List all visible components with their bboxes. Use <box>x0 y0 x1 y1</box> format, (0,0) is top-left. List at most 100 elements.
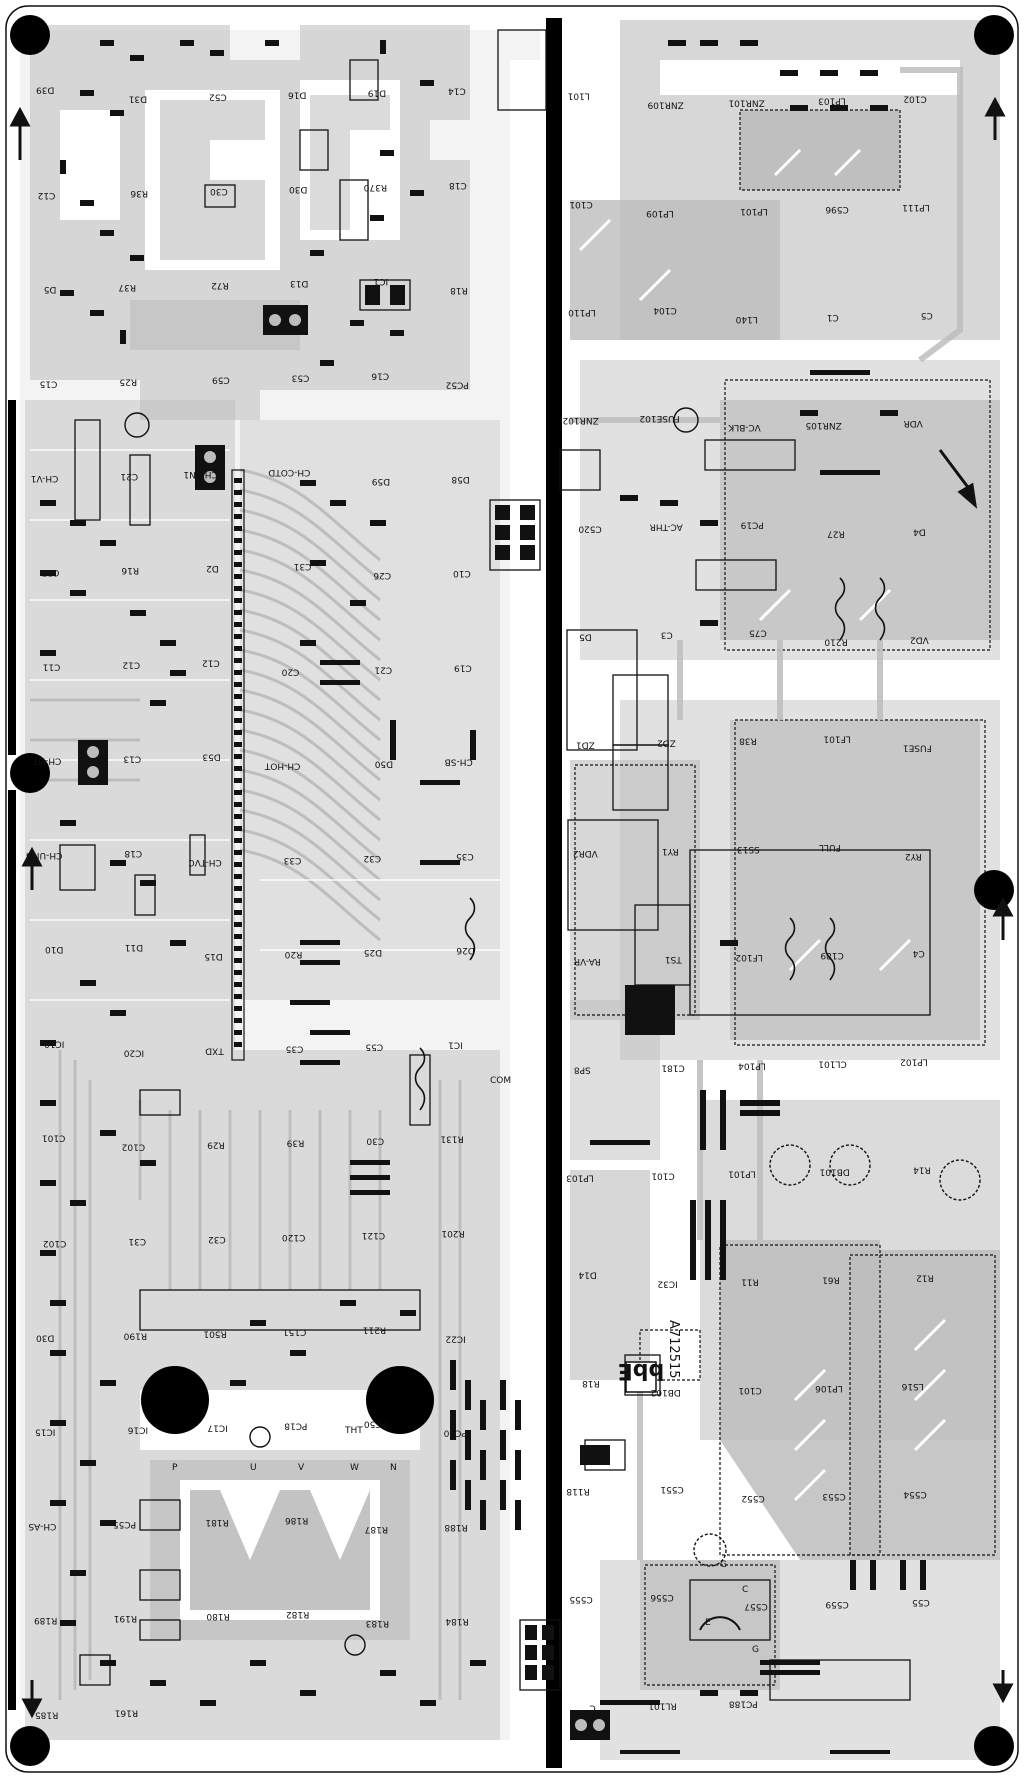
left-component-label: C15 <box>40 379 58 389</box>
right-component-label: RL101 <box>648 1700 676 1710</box>
right-component-label: C553 <box>822 1491 845 1501</box>
left-component-label: C20 <box>281 666 299 676</box>
left-component-label: CH-HT <box>32 756 61 766</box>
right-component-label: R61 <box>822 1275 840 1285</box>
right-component-label: VDR <box>903 418 922 428</box>
right-component-label: ZNR109 <box>647 100 684 110</box>
right-component-label: C101 <box>651 1171 674 1181</box>
left-component-label: R180 <box>206 1611 230 1621</box>
right-component-label: LP106 <box>815 1383 843 1393</box>
right-component-label: ZNR102 <box>562 415 598 425</box>
right-keepout-outlines <box>574 109 996 1686</box>
left-component-label: CH-EN1 <box>183 469 217 479</box>
left-component-label: PC55 <box>113 1519 136 1529</box>
left-component-label: C53 <box>292 373 310 383</box>
misc-label: N <box>390 1463 397 1473</box>
left-component-label: C32 <box>363 853 381 863</box>
left-component-label: R182 <box>286 1609 309 1619</box>
right-component-label: RY1 <box>662 846 679 856</box>
left-component-label: D16 <box>288 90 307 100</box>
left-component-label: IC17 <box>207 1423 227 1433</box>
right-component-label: LS16 <box>901 1381 923 1391</box>
right-component-label: C4 <box>913 948 925 958</box>
left-component-label: CH-TVC <box>188 857 221 867</box>
left-component-label: C11 <box>43 661 61 671</box>
left-component-label: C30 <box>210 186 228 196</box>
left-component-label: CH-AS <box>28 1521 56 1531</box>
left-component-label: R501 <box>203 1328 226 1338</box>
left-component-label: C21 <box>120 471 138 481</box>
left-component-label: C31 <box>128 1236 146 1246</box>
left-component-label: D25 <box>364 947 382 957</box>
misc-label: V <box>298 1463 305 1473</box>
right-component-label: C559 <box>825 1599 849 1609</box>
left-component-label: C21 <box>374 664 392 674</box>
right-component-label: C189 <box>820 950 844 960</box>
left-component-label: R183 <box>366 1618 389 1628</box>
center-isolation-bar <box>546 18 562 1768</box>
coil-symbols <box>414 577 886 1111</box>
right-component-label: ZD2 <box>657 738 676 748</box>
left-component-label: R201 <box>441 1228 464 1238</box>
left-component-label: R189 <box>34 1615 58 1625</box>
ic-marking-box <box>625 1361 657 1393</box>
right-component-label: LP109 <box>646 208 674 218</box>
left-component-label: R25 <box>119 377 137 387</box>
right-component-label: C5 <box>921 310 933 320</box>
right-component-label: ZD1 <box>576 740 595 750</box>
right-component-label: C104 <box>653 305 677 315</box>
left-component-label: PC20 <box>443 1428 466 1438</box>
right-component-label: C520 <box>578 523 602 533</box>
left-component-label: C57 <box>42 567 60 577</box>
right-component-label: R27 <box>827 528 845 538</box>
left-component-label: D2 <box>206 563 219 573</box>
right-component-label: FULL <box>819 842 841 852</box>
left-component-label: IC20 <box>123 1047 144 1057</box>
right-component-label: LF101 <box>823 734 850 744</box>
left-component-label: C19 <box>454 662 472 672</box>
left-component-label: C12 <box>122 659 140 669</box>
left-component-label: C55 <box>365 1041 383 1051</box>
left-component-label: C31 <box>294 561 312 571</box>
left-component-label: R186 <box>285 1515 309 1525</box>
left-edge-bar-upper <box>8 400 16 755</box>
left-copper-region <box>20 25 540 1740</box>
left-component-label: TXD <box>205 1045 225 1055</box>
left-component-label: D59 <box>371 476 390 486</box>
left-component-label: R72 <box>211 280 229 290</box>
left-component-label: R184 <box>445 1616 469 1626</box>
misc-label: G <box>720 1560 727 1570</box>
right-component-label: LP101 <box>728 1169 756 1179</box>
misc-label: P <box>172 1463 178 1473</box>
left-component-label: D13 <box>290 278 308 288</box>
misc-label: THT <box>344 1426 363 1436</box>
left-component-label: D26 <box>456 945 475 955</box>
left-component-label: D15 <box>204 951 222 961</box>
right-component-label: ZNR105 <box>805 420 841 430</box>
left-component-label: IC22 <box>445 1333 465 1343</box>
left-component-label: R370 <box>363 182 387 192</box>
left-component-label: D39 <box>36 85 55 95</box>
left-component-label: CH-COTD <box>268 467 310 477</box>
left-component-label: C52 <box>209 92 227 102</box>
left-component-label: C151 <box>283 1326 306 1336</box>
right-component-label: PC188 <box>729 1698 758 1708</box>
left-component-label: C102 <box>122 1142 145 1152</box>
right-component-label: DB101 <box>820 1167 850 1177</box>
left-component-label: D58 <box>451 474 470 484</box>
right-component-label: C <box>590 1702 596 1712</box>
right-component-label: D4 <box>913 526 926 536</box>
left-component-label: CH-UMS <box>26 850 63 860</box>
left-component-label: CH-V1 <box>31 473 59 483</box>
right-component-label: FUSE1 <box>903 743 932 753</box>
left-component-label: IC16 <box>127 1425 148 1435</box>
ic-marking: bbE <box>618 1358 665 1383</box>
left-component-label: C120 <box>282 1232 306 1242</box>
right-component-label: C55 <box>912 1597 930 1607</box>
component-outlines <box>59 29 931 1701</box>
left-component-label: C32 <box>208 1234 226 1244</box>
